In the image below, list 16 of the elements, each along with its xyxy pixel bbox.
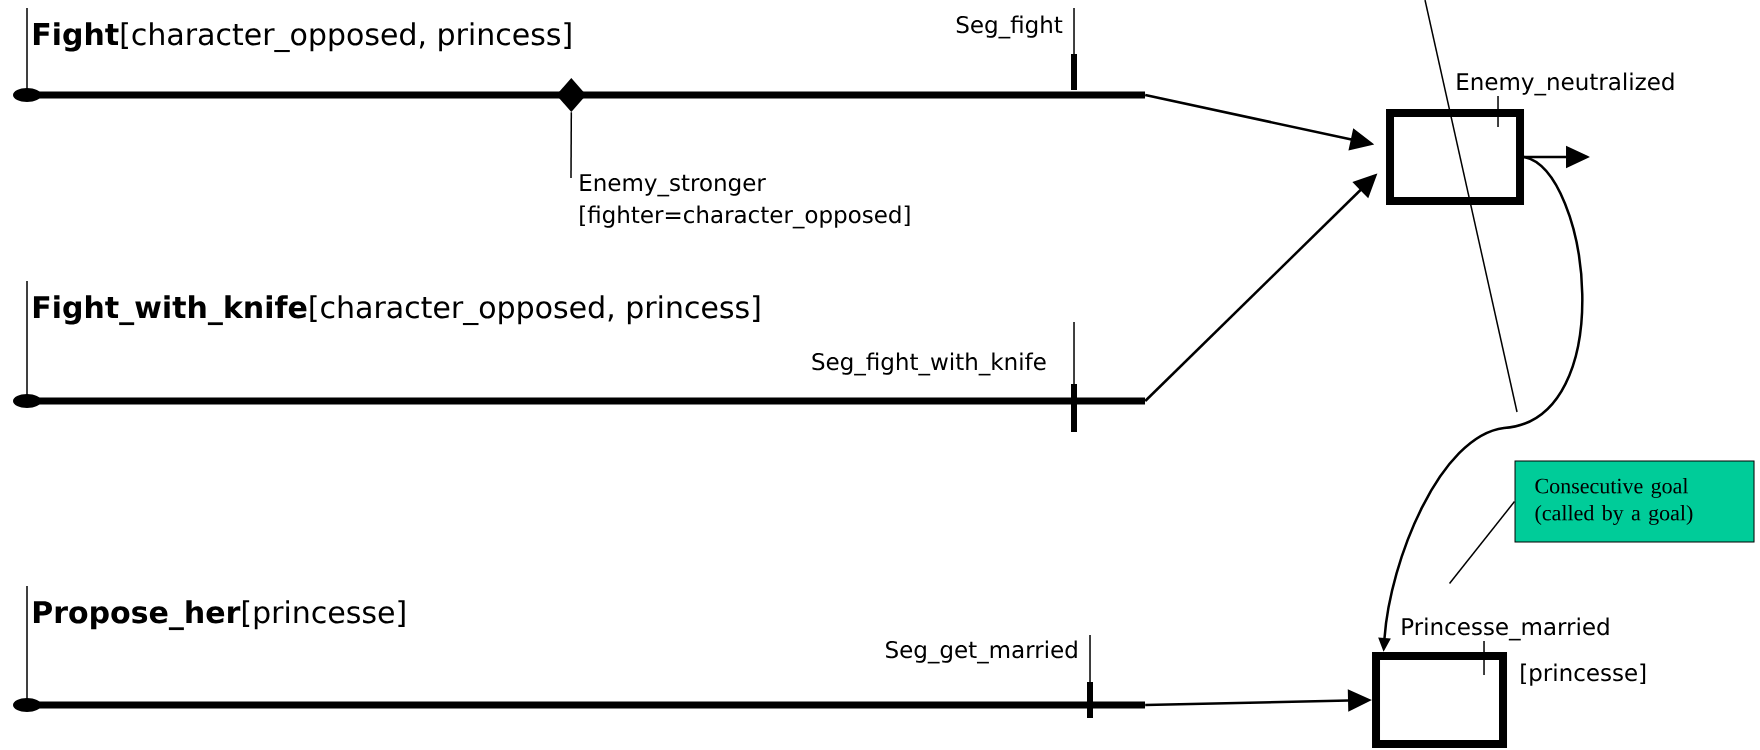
goal-name: Enemy_neutralized xyxy=(1457,72,1674,96)
segment-label: Seg_fight xyxy=(956,15,1063,39)
node-label: Fight_with_knife[character_opposed, princess] xyxy=(33,295,760,326)
goal-name: Princesse_married xyxy=(1402,617,1609,641)
condition-label: Enemy_stronger [fighter=character_opposed] xyxy=(580,174,910,229)
segment-label: Seg_fight_with_knife xyxy=(812,352,1046,376)
leader-line xyxy=(570,111,573,179)
node-label: Fight[character_opposed, princess] xyxy=(33,22,571,53)
leader-line xyxy=(1448,500,1516,585)
goal-box xyxy=(1372,652,1507,748)
note-box: Consecutive goal (called by a goal) xyxy=(1514,460,1755,543)
segment-label: Seg_get_married xyxy=(886,640,1077,664)
goal-box xyxy=(1386,109,1524,205)
node-label: Propose_her[princesse] xyxy=(33,600,405,631)
parameter-label: [princesse] xyxy=(1521,663,1646,686)
decision-diamond xyxy=(556,78,587,112)
